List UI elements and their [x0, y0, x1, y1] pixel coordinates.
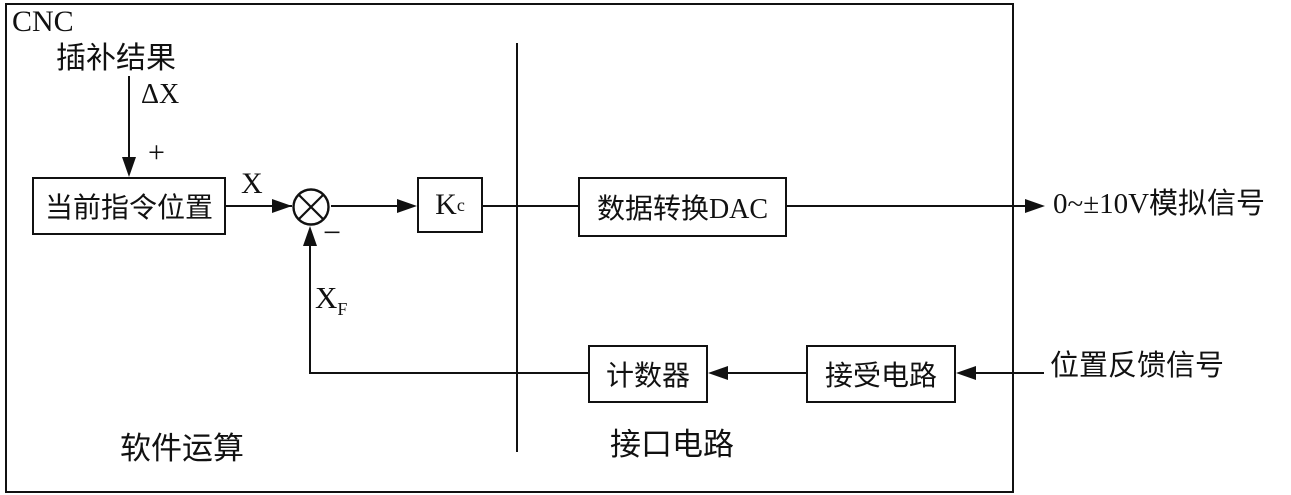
feedback-base-label: X	[315, 280, 338, 315]
gain-arrowhead-icon	[397, 199, 417, 213]
feedback-signal-label: XF	[315, 280, 348, 319]
feedback-horizontal-line	[309, 372, 588, 374]
receiver-block: 接受电路	[806, 345, 956, 403]
gain-to-dac-line	[483, 205, 578, 207]
output-arrowhead-icon	[1025, 199, 1045, 213]
dac-block: 数据转换DAC	[578, 177, 787, 237]
dac-output-line	[787, 205, 1027, 207]
cnc-boundary-box	[5, 3, 1014, 493]
section-divider-line	[516, 43, 518, 452]
command-position-block: 当前指令位置	[32, 177, 226, 235]
delta-x-label: ΔX	[141, 79, 180, 110]
interpolation-result-label: 插补结果	[56, 42, 176, 75]
receiver-arrowhead-icon	[956, 366, 976, 380]
analog-output-label: 0~±10V模拟信号	[1053, 188, 1266, 220]
input-arrow-line	[128, 76, 130, 160]
feedback-vertical-line	[309, 243, 311, 374]
plus-sign-label: +	[148, 136, 165, 169]
software-section-label: 软件运算	[120, 431, 244, 466]
interface-section-label: 接口电路	[610, 427, 734, 462]
feedback-arrowhead-icon	[303, 226, 317, 246]
minus-sign-label: −	[323, 214, 342, 250]
receiver-to-counter-line	[726, 372, 806, 374]
feedback-input-line	[976, 372, 1044, 374]
gain-base-label: K	[435, 188, 457, 221]
cnc-frame-label: CNC	[12, 5, 74, 38]
counter-block: 计数器	[588, 345, 708, 403]
counter-arrowhead-icon	[708, 366, 728, 380]
x-signal-label: X	[241, 167, 263, 200]
feedback-sub-label: F	[337, 298, 348, 319]
summing-junction-icon	[292, 188, 330, 226]
sum-to-gain-line	[331, 205, 399, 207]
input-arrowhead-icon	[122, 157, 136, 177]
x-signal-arrowhead-icon	[272, 199, 292, 213]
x-signal-line	[226, 205, 292, 207]
feedback-input-label: 位置反馈信号	[1050, 350, 1225, 382]
